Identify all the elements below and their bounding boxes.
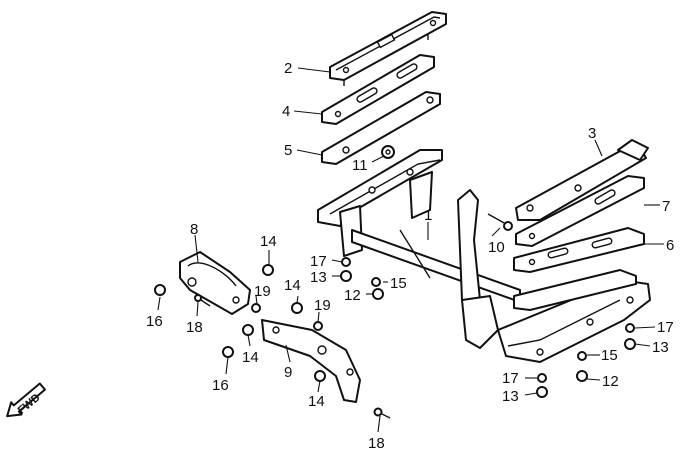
callout-14-mid: 14	[284, 277, 301, 294]
part-11-nut	[381, 145, 395, 159]
callout-14-top: 14	[260, 233, 277, 250]
forward-arrow-icon	[6, 382, 46, 418]
part-3-plate	[515, 139, 649, 221]
part-7-plate	[515, 175, 645, 247]
callout-13-left: 13	[310, 269, 327, 286]
callout-2: 2	[284, 60, 292, 77]
callout-15-left: 15	[390, 275, 407, 292]
callout-14-bottom: 14	[308, 393, 325, 410]
callout-7: 7	[662, 198, 670, 215]
callout-14-low: 14	[242, 349, 259, 366]
part-2-plate	[329, 11, 447, 86]
callout-18-bottom: 18	[368, 435, 385, 452]
callout-19-left: 19	[254, 283, 271, 300]
callout-13-center: 13	[502, 388, 519, 405]
callout-17-left: 17	[310, 253, 327, 270]
callout-4: 4	[282, 103, 290, 120]
callout-6: 6	[666, 237, 674, 254]
part-5-plate	[321, 91, 441, 165]
callout-18-left: 18	[186, 319, 203, 336]
callout-9: 9	[284, 364, 292, 381]
part-10-bolt	[487, 213, 513, 231]
callout-15-right: 15	[601, 347, 618, 364]
callout-12-left: 12	[344, 287, 361, 304]
part-9-bracket	[261, 319, 361, 403]
callout-8: 8	[190, 221, 198, 238]
callout-5: 5	[284, 142, 292, 159]
lower-strip	[513, 269, 637, 311]
callout-19-right: 19	[314, 297, 331, 314]
callout-13-right: 13	[652, 339, 669, 356]
callout-16-low: 16	[212, 377, 229, 394]
part-4-plate	[321, 54, 435, 125]
callout-17-center: 17	[502, 370, 519, 387]
callout-labels: 2 4 5 11 3 7 1 10 6 8 14 17 13 15 12 16 …	[146, 60, 674, 452]
callout-16-left: 16	[146, 313, 163, 330]
callout-12-right: 12	[602, 373, 619, 390]
part-8-bracket	[179, 251, 251, 315]
leader-lines	[157, 67, 664, 433]
callout-17-right: 17	[657, 319, 674, 336]
callout-11: 11	[352, 157, 368, 174]
callout-3: 3	[588, 125, 596, 142]
callout-1: 1	[424, 207, 432, 224]
callout-10: 10	[488, 239, 505, 256]
